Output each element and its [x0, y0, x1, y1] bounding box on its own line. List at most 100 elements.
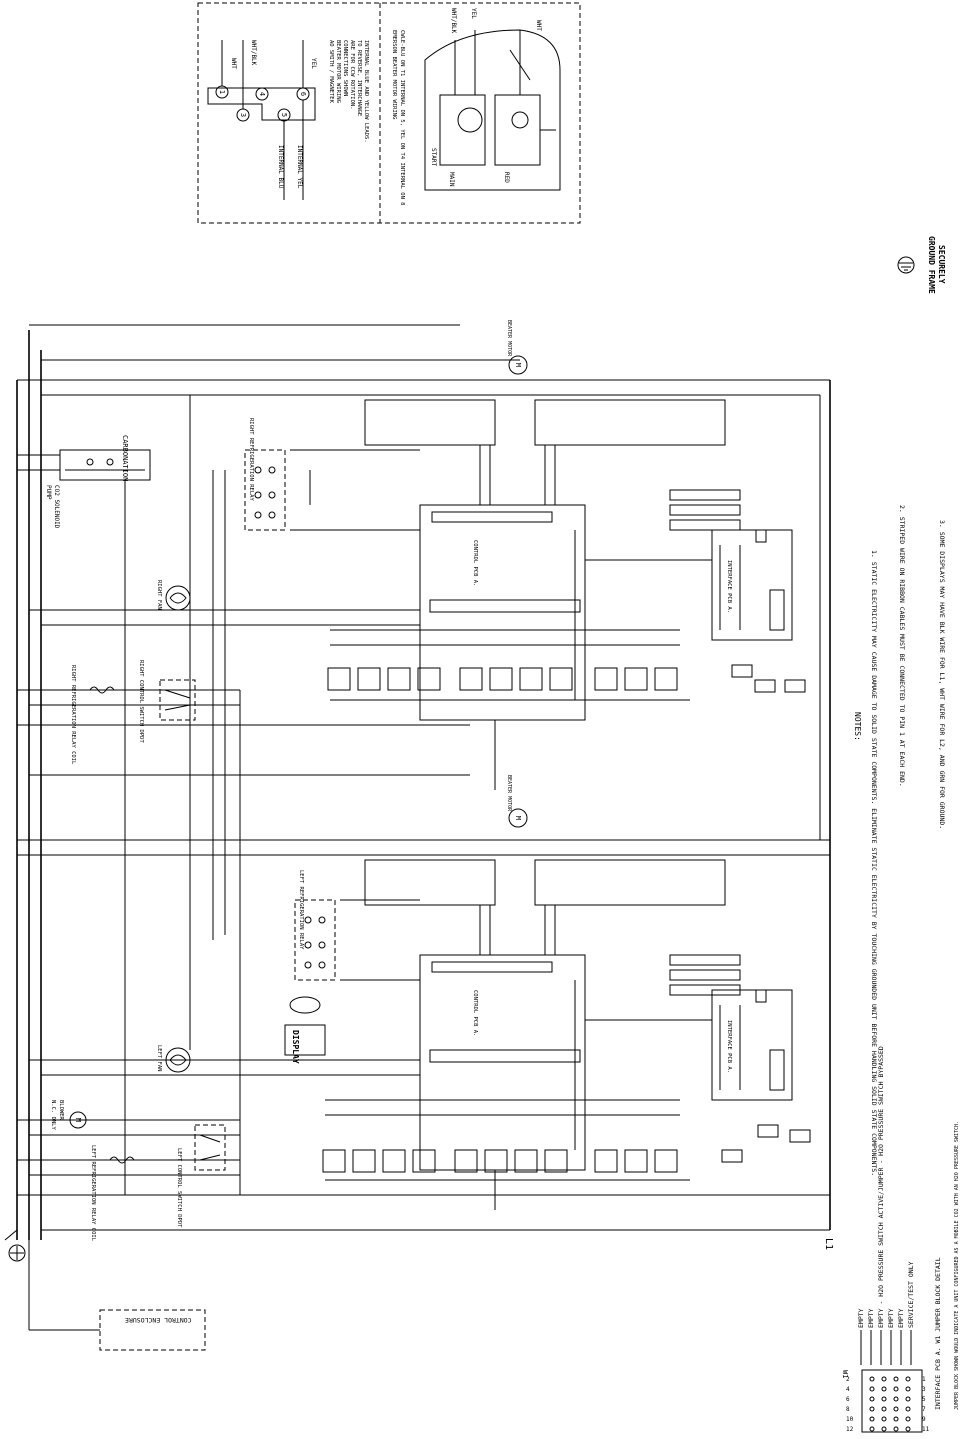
co2-solenoid-label: CO2 SOLENOID [53, 485, 60, 529]
svg-text:EMERSON BEATER MOTOR WIRING: EMERSON BEATER MOTOR WIRING [391, 30, 397, 119]
svg-text:RIGHT FAN: RIGHT FAN [156, 580, 162, 610]
internal-blu-label: INTERNAL BLU [277, 145, 284, 189]
svg-text:11: 11 [922, 1426, 930, 1433]
svg-text:BEATER MOTOR WIRING: BEATER MOTOR WIRING [335, 40, 341, 103]
right-control-pcb: CONTROL PCB A. [327, 504, 690, 721]
svg-text:BEATER MOTOR: BEATER MOTOR [506, 775, 512, 812]
note-3: 3. SOME DISPLAYS MAY HAVE BLK WIRE FOR L… [938, 520, 946, 829]
svg-text:M: M [74, 1118, 82, 1122]
svg-text:EMPTY: EMPTY [867, 1308, 875, 1328]
jumper-function-arrows [860, 1330, 912, 1365]
svg-text:BLOWER: BLOWER [58, 1100, 64, 1121]
internal-yel-label: INTERNAL YEL [296, 145, 303, 189]
left-display: DISPLAY [284, 996, 326, 1064]
left-relay-coil: LEFT REFRIGERATION RELAY COIL [90, 1145, 135, 1242]
svg-text:INTERFACE PCB A.: INTERFACE PCB A. [726, 560, 732, 613]
blower-motor: M BLOWER N.C. ONLY [50, 1100, 87, 1130]
terminal-6: 6 [299, 92, 307, 96]
jumper-caption-sub: JUMPER BLOCK SHOWN WOULD INDICATE A UNIT… [954, 1121, 960, 1410]
svg-text:5: 5 [922, 1396, 926, 1403]
jumper-functions: EMPTY EMPTY EMPTY - H2O PRESSURE SWITCH … [857, 1046, 915, 1328]
jumper-pins-left: 2 4 6 8 10 12 [846, 1376, 854, 1433]
motor-wiring-inset: 1 3 4 5 6 WHT WHT/BLK YEL INTERNAL BLU I… [197, 2, 581, 224]
note-1: 1. STATIC ELECTRICITY MAY CAUSE DAMAGE T… [870, 550, 878, 1176]
svg-text:START: START [430, 148, 437, 166]
svg-text:DISPLAY: DISPLAY [291, 1030, 300, 1064]
terminal-4: 4 [258, 92, 266, 96]
svg-text:CONNECTIONS SHOWN: CONNECTIONS SHOWN [342, 40, 348, 96]
svg-text:LEFT FAN: LEFT FAN [156, 1045, 162, 1072]
control-enclosure-label: CONTROL ENCLOSURE [125, 1316, 192, 1324]
left-beater-motor: M BEATER MOTOR [506, 775, 528, 828]
svg-text:INTERFACE PCB A.: INTERFACE PCB A. [726, 1020, 732, 1073]
svg-text:YEL: YEL [470, 8, 477, 19]
left-interface-pcb: INTERFACE PCB A. [711, 989, 811, 1163]
wire-label-wht: WHT [230, 58, 237, 69]
bus-taps [17, 454, 470, 1176]
svg-text:LEFT REFRIGERATION RELAY: LEFT REFRIGERATION RELAY [298, 870, 304, 950]
right-interface-pcb: INTERFACE PCB A. [711, 529, 806, 693]
svg-text:CONTROL PCB A.: CONTROL PCB A. [472, 990, 478, 1036]
svg-text:RIGHT REFRIGERATION RELAY COIL: RIGHT REFRIGERATION RELAY COIL [70, 665, 76, 765]
right-control-switch: RIGHT CONTROL SWITCH DPDT [138, 660, 196, 743]
svg-text:EMPTY: EMPTY [897, 1308, 905, 1328]
svg-text:RED: RED [503, 172, 510, 183]
notes: NOTES: 1. STATIC ELECTRICITY MAY CAUSE D… [853, 505, 946, 1176]
pump-label: PUMP [45, 485, 52, 500]
svg-text:10: 10 [846, 1416, 854, 1423]
right-beater-motor: M BEATER MOTOR [506, 320, 528, 375]
svg-text:N.C. ONLY: N.C. ONLY [50, 1100, 56, 1130]
svg-text:MAIN: MAIN [448, 172, 455, 187]
right-fan: RIGHT FAN [156, 580, 191, 611]
svg-text:CWLE-BLU ON T1 INTERNAL ON 5,: CWLE-BLU ON T1 INTERNAL ON 5, YEL ON T4 … [399, 30, 405, 206]
svg-text:ARE FOR CCW ROTATION.: ARE FOR CCW ROTATION. [349, 40, 355, 110]
main-schematic: CONTROL ENCLOSURE L1 CARBONATION CO2 SOL… [4, 320, 834, 1351]
control-enclosure: CONTROL ENCLOSURE [99, 1309, 206, 1351]
svg-text:6: 6 [846, 1396, 850, 1403]
svg-text:M: M [514, 816, 522, 820]
svg-text:7: 7 [922, 1406, 926, 1413]
left-refrigeration-relay: LEFT REFRIGERATION RELAY [294, 870, 336, 981]
right-refrigeration-relay: RIGHT REFRIGERATION RELAY [244, 418, 286, 531]
svg-text:BEATER MOTOR: BEATER MOTOR [506, 320, 512, 357]
ao-smith-terminal-block: 1 3 4 5 6 [207, 40, 316, 200]
emerson-motor-schematic: WHT/BLK YEL WHT START MAIN RED [424, 8, 561, 191]
wire-label-wht-blk: WHT/BLK [250, 40, 257, 66]
svg-text:8: 8 [846, 1406, 850, 1413]
carbonation-label: CARBONATION [121, 435, 129, 481]
svg-text:M: M [514, 363, 522, 367]
svg-text:2: 2 [846, 1376, 850, 1383]
jumper-pins-right: 1 3 5 7 9 11 [922, 1376, 930, 1433]
svg-text:WHT: WHT [535, 20, 542, 31]
ground-frame-label: GROUND FRAME [927, 236, 936, 294]
ao-smith-note: AO SMITH / MAGNETEK BEATER MOTOR WIRING … [328, 40, 369, 143]
wire-label-yel: YEL [310, 58, 317, 69]
incoming-ground-icon [4, 1229, 26, 1262]
svg-text:RIGHT CONTROL SWITCH DPDT: RIGHT CONTROL SWITCH DPDT [138, 660, 144, 743]
right-relay-coil: RIGHT REFRIGERATION RELAY COIL [70, 665, 115, 765]
note-2: 2. STRIPED WIRE ON RIBBON CABLES MUST BE… [898, 505, 906, 787]
svg-text:3: 3 [922, 1386, 926, 1393]
svg-text:TO REVERSE, INTERCHANGE: TO REVERSE, INTERCHANGE [356, 40, 362, 116]
jumper-pin-dots [869, 1376, 911, 1432]
svg-text:SERVICE/TEST ONLY: SERVICE/TEST ONLY [907, 1261, 915, 1328]
svg-text:1: 1 [922, 1376, 926, 1383]
svg-text:WHT/BLK: WHT/BLK [450, 8, 457, 34]
left-fan: LEFT FAN [156, 1045, 191, 1073]
ground-frame-symbol: GROUND FRAME SECURELY [897, 236, 946, 294]
jumper-block-detail: W1 2 4 6 8 10 12 1 3 5 7 9 11 [841, 1046, 960, 1433]
svg-text:CONTROL PCB A.: CONTROL PCB A. [472, 540, 478, 586]
right-switch-row [364, 399, 741, 531]
ground-securely-label: SECURELY [937, 245, 946, 284]
svg-text:EMPTY: EMPTY [887, 1308, 895, 1328]
svg-text:EMPTY - H2O PRESSURE SWITCH AC: EMPTY - H2O PRESSURE SWITCH ACTIVE/JUMPE… [877, 1046, 885, 1328]
terminal-1: 1 [218, 90, 226, 94]
carbonation-circuit: CARBONATION CO2 SOLENOID PUMP [45, 435, 151, 529]
left-switch-row [364, 859, 741, 996]
svg-text:LEFT CONTROL SWITCH DPDT: LEFT CONTROL SWITCH DPDT [176, 1148, 182, 1228]
harness-wires [124, 395, 712, 1210]
terminal-5: 5 [280, 113, 288, 117]
left-control-switch: LEFT CONTROL SWITCH DPDT [176, 1124, 226, 1228]
svg-text:LEFT REFRIGERATION RELAY COIL: LEFT REFRIGERATION RELAY COIL [90, 1145, 96, 1242]
